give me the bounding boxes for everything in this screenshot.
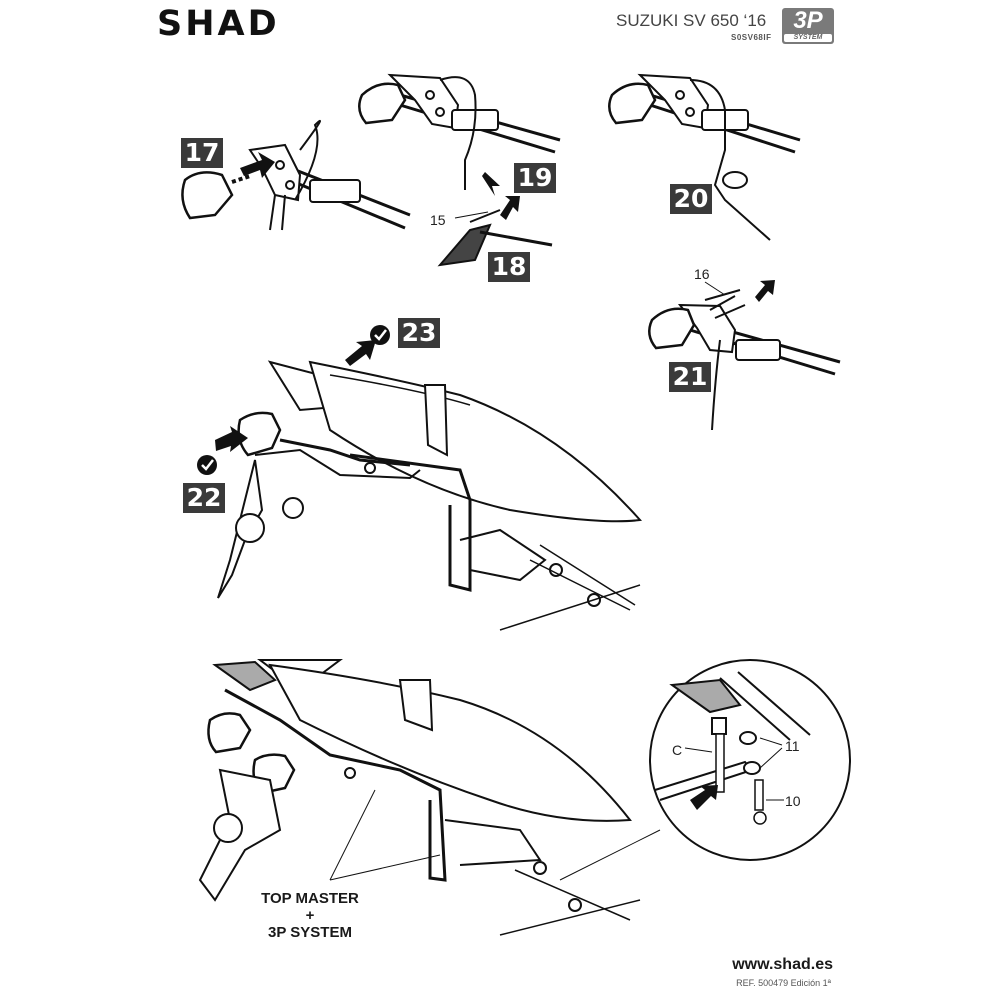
step-19-badge: 19 xyxy=(514,163,556,193)
step-19-arrow-down xyxy=(482,172,500,196)
step-21-drawing xyxy=(648,281,841,431)
step-23-badge: 23 xyxy=(398,318,440,348)
step-21-badge: 21 xyxy=(669,362,711,392)
callout-15: 15 xyxy=(430,212,446,228)
step-22-23-drawing xyxy=(217,360,643,631)
callout-11: 11 xyxy=(785,738,800,754)
step-18-19-drawing xyxy=(358,73,561,267)
step-18-badge: 18 xyxy=(488,252,530,282)
brand-logo: SHAD xyxy=(157,4,280,44)
detail-circle xyxy=(649,659,851,861)
step-17-arrow xyxy=(240,152,275,178)
model-title: SUZUKI SV 650 ‘16 xyxy=(616,11,767,30)
badge-main-text: 3P xyxy=(793,7,823,34)
callout-10: 10 xyxy=(785,793,801,809)
label-line-2: + xyxy=(305,907,315,924)
step-23-arrow xyxy=(345,340,376,366)
step-22-badge: 22 xyxy=(183,483,225,513)
footer-url: www.shad.es xyxy=(732,956,833,973)
step-20-drawing xyxy=(608,73,801,241)
step-17-badge: 17 xyxy=(181,138,223,168)
badge-sub-text: SYSTEM xyxy=(784,34,832,42)
callout-16: 16 xyxy=(694,266,710,282)
final-assembly-drawing xyxy=(198,659,661,936)
footer-ref: REF. 500479 Edición 1ª xyxy=(736,978,831,988)
model-code: S0SV68IF xyxy=(731,33,772,42)
step-17-drawing xyxy=(181,119,411,231)
label-line-3: 3P SYSTEM xyxy=(268,924,352,941)
step-21-arrow xyxy=(755,280,775,302)
step-20-badge: 20 xyxy=(670,184,712,214)
system-badge: 3P SYSTEM xyxy=(782,8,834,44)
top-master-label: TOP MASTER + 3P SYSTEM xyxy=(255,890,365,941)
detail-arrow xyxy=(690,785,718,810)
step-19-arrow-up xyxy=(500,196,520,220)
callout-c: C xyxy=(672,742,683,758)
label-line-1: TOP MASTER xyxy=(261,890,359,907)
step-22-arrow xyxy=(215,426,248,452)
